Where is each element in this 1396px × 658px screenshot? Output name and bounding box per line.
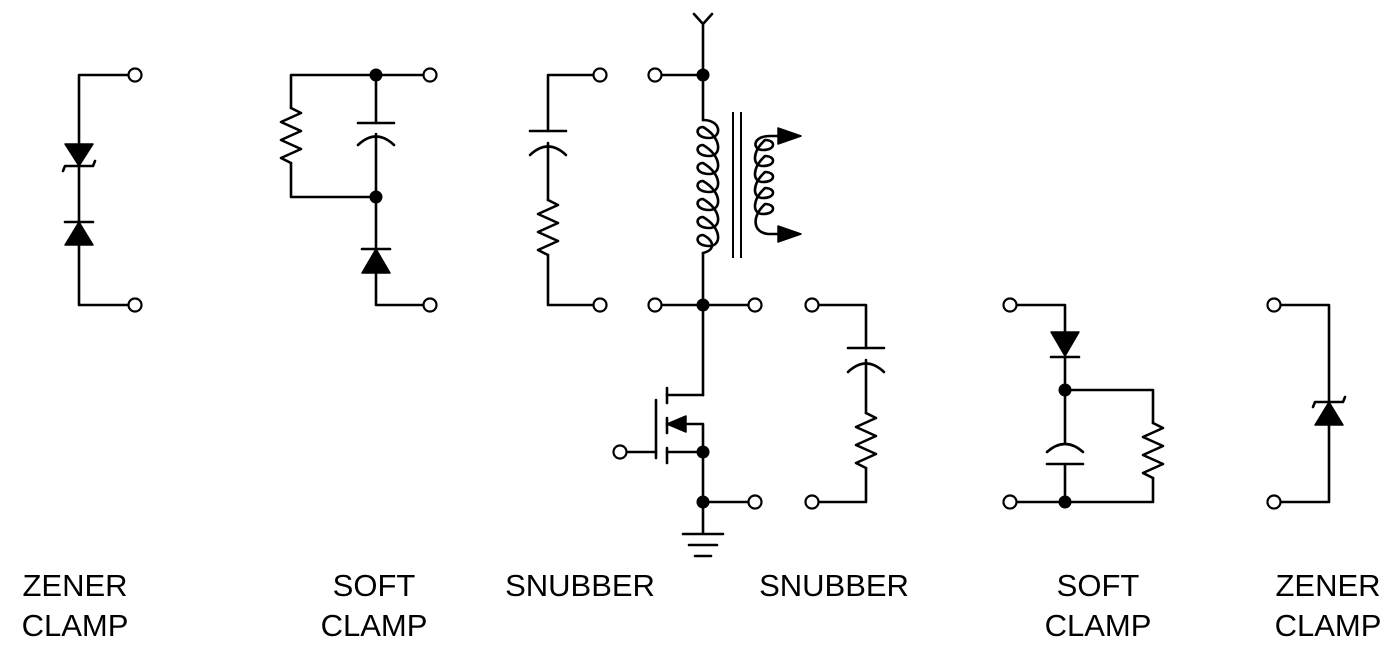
terminal <box>747 494 763 510</box>
flyback-stage <box>612 12 802 558</box>
junction-node <box>369 190 383 204</box>
terminal-bottom <box>592 297 608 313</box>
snubber-circuit-left <box>528 67 608 313</box>
terminal-top <box>592 67 608 83</box>
zener-diode <box>1311 395 1347 426</box>
diode <box>63 220 95 246</box>
resistor <box>1141 421 1165 480</box>
zener-clamp-circuit-right <box>1266 297 1347 510</box>
caption-snubber-right: SNUBBER <box>759 568 909 603</box>
terminal-bottom <box>804 494 820 510</box>
terminal-top <box>1266 297 1282 313</box>
terminal-bottom <box>1266 494 1282 510</box>
zener-diode <box>61 143 97 173</box>
supply-rail <box>692 12 714 122</box>
terminal-bottom <box>422 297 438 313</box>
ground-symbol <box>681 532 725 558</box>
resistor <box>279 106 303 165</box>
junction-node <box>696 298 710 312</box>
terminal-top <box>1002 297 1018 313</box>
terminal-bottom <box>1002 494 1018 510</box>
body-arrow <box>666 415 687 433</box>
junction-node <box>696 495 710 509</box>
junction-node <box>369 68 383 82</box>
secondary-winding <box>753 134 795 236</box>
primary-winding <box>696 118 720 255</box>
junction-node <box>696 68 710 82</box>
terminal-top <box>647 67 663 83</box>
diode <box>360 247 392 274</box>
terminal <box>747 297 763 313</box>
zener-clamp-circuit-left <box>61 67 143 313</box>
terminal-bottom <box>127 297 143 313</box>
junction-node <box>1058 383 1072 397</box>
transformer-core <box>732 112 742 258</box>
caption-snubber-left: SNUBBER <box>505 568 655 603</box>
terminal <box>647 297 663 313</box>
resistor <box>536 198 560 257</box>
output-arrow <box>777 225 802 243</box>
soft-clamp-circuit-right <box>1002 297 1165 510</box>
terminal-top <box>422 67 438 83</box>
snubber-circuit-right <box>804 297 886 510</box>
resistor <box>854 411 878 470</box>
gate-terminal <box>612 444 628 460</box>
soft-clamp-circuit-left <box>279 67 438 313</box>
junction-node <box>1058 495 1072 509</box>
output-arrow <box>777 127 802 145</box>
mosfet <box>618 386 705 465</box>
capacitor <box>1045 442 1085 466</box>
terminal-top <box>127 67 143 83</box>
diode <box>1049 331 1081 359</box>
terminal-top <box>804 297 820 313</box>
